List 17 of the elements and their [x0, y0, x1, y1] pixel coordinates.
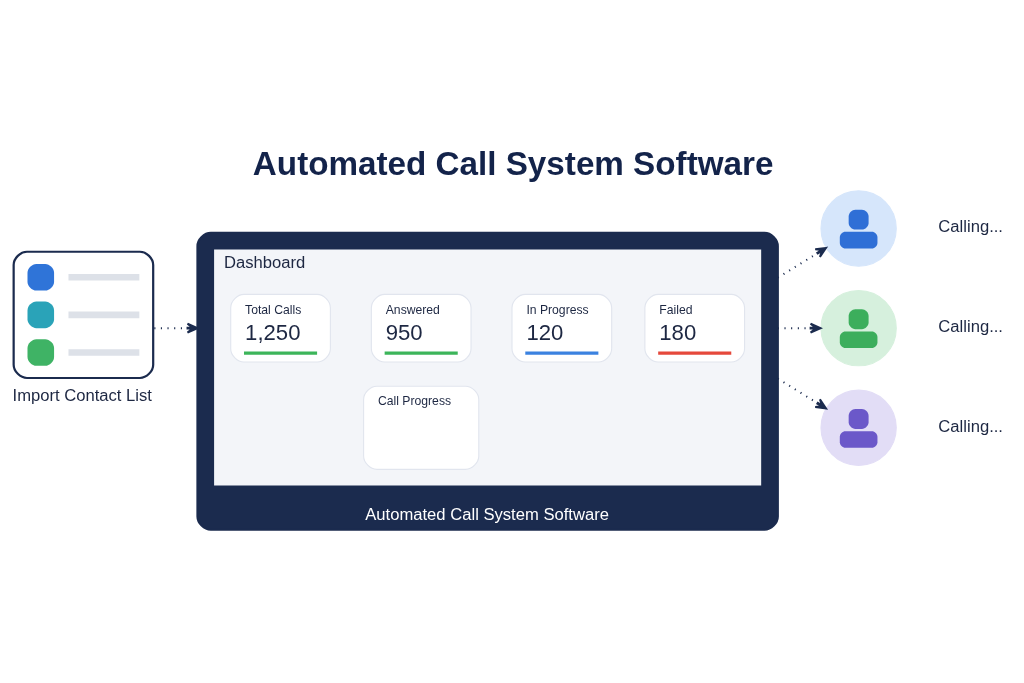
node-person — [820, 189, 897, 267]
arrow — [153, 322, 199, 334]
node-label: Import Contact List — [12, 385, 152, 405]
diagram-title: Automated Call System Software — [252, 144, 774, 182]
arrow — [776, 246, 828, 279]
node-person — [820, 389, 897, 466]
node-label: Calling... — [938, 316, 1003, 336]
node-person — [820, 289, 897, 366]
node-box: In Progress 120 — [511, 293, 613, 362]
node-box: Total Calls 1,250 — [230, 293, 331, 362]
node-box: Call Progress — [363, 385, 480, 470]
arrow — [776, 322, 822, 334]
node-box: Failed 180 — [644, 293, 746, 362]
node-box: Answered 950 — [370, 293, 472, 362]
node-label: Calling... — [938, 216, 1003, 236]
arrow — [776, 377, 828, 409]
node-label: Calling... — [938, 416, 1003, 436]
